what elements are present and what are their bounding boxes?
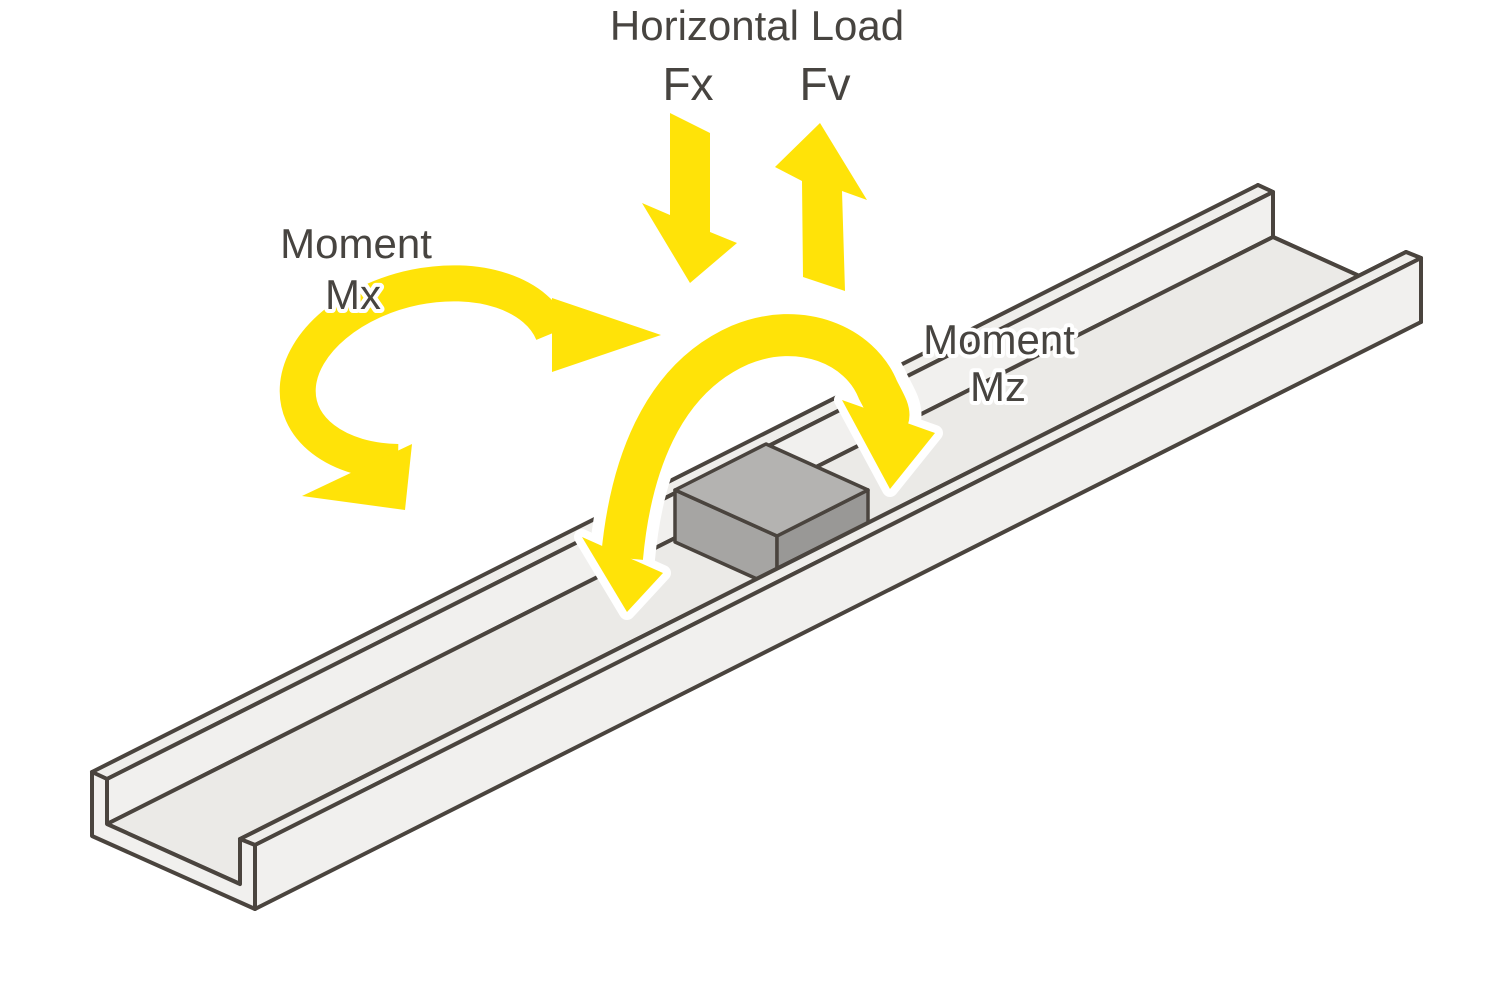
carriage-block-top-face: [673, 442, 870, 538]
mx-arrowhead-right: [552, 298, 661, 372]
moment-mz-label-line2: Mz: [970, 363, 1026, 410]
moment-mz-arrow: [574, 302, 943, 620]
labels: Horizontal Load Fx Fv Moment Mx Moment M…: [276, 0, 1079, 414]
fx-arrow: [636, 107, 743, 289]
horizontal-load-label: Horizontal Load: [610, 2, 904, 49]
rail-front-end-face: [90, 770, 257, 911]
fx-label: Fx: [662, 58, 713, 110]
fx-down-arrow-icon: [642, 113, 737, 283]
mz-arrowhead-left: [582, 537, 663, 612]
fv-arrow: [769, 117, 873, 297]
mz-arrowhead-right: [842, 400, 935, 489]
mx-arrowhead-left: [302, 444, 412, 510]
moment-mx-arrow: [268, 254, 669, 518]
moment-mz-label-line1: Moment: [923, 316, 1075, 363]
moment-mx-label-line2: Mx: [325, 271, 381, 318]
fv-label: Fv: [799, 58, 850, 110]
mx-arrow-arc: [279, 265, 570, 480]
mz-arrow-arc: [601, 314, 910, 560]
fv-up-arrow-icon: [775, 123, 867, 291]
moment-mx-label-line1: Moment: [280, 220, 432, 267]
guide-rail-near-wall: [90, 250, 1423, 911]
